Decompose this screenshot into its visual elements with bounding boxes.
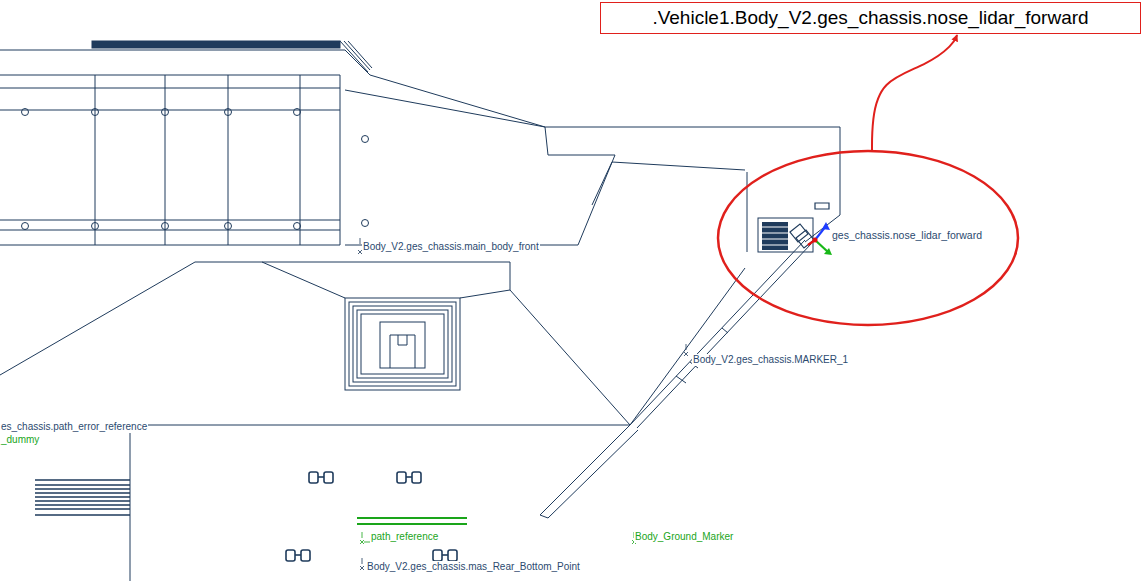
diagonal-arm <box>540 425 638 518</box>
callout-box: .Vehicle1.Body_V2.ges_chassis.nose_lidar… <box>600 2 1141 34</box>
roof-panel <box>0 75 340 245</box>
marker-name: Body_V2.ges_chassis.mas_Rear_Bottom_Poin… <box>366 561 581 573</box>
leader-arrow <box>872 35 957 151</box>
panel-grid <box>0 88 340 230</box>
strut <box>630 240 811 428</box>
marker-glyphs <box>357 518 636 544</box>
marker-name: _dummy <box>0 434 40 446</box>
hatched-block <box>35 480 130 515</box>
marker-name: es_chassis.path_error_reference <box>0 421 148 433</box>
marker-glyphs <box>358 238 688 570</box>
body-outline <box>370 75 840 242</box>
marker-name: ges_chassis.nose_lidar_forward <box>832 229 982 243</box>
strut <box>630 268 745 425</box>
body-edge <box>130 425 131 581</box>
body-outline <box>195 262 630 425</box>
wing-panel <box>345 90 615 245</box>
body-edge <box>262 262 510 298</box>
hatched-box <box>345 298 460 390</box>
marker-name: Body_V2.ges_chassis.MARKER_1 <box>692 354 849 366</box>
rivets <box>22 109 369 230</box>
callout-text: .Vehicle1.Body_V2.ges_chassis.nose_lidar… <box>613 7 1128 29</box>
hatched-bar <box>92 41 340 48</box>
marker-name: path_reference <box>370 531 439 543</box>
body-edge <box>0 262 195 375</box>
marker-name: Body_V2.ges_chassis.main_body_front <box>362 241 540 253</box>
marker-name: Body_Ground_Marker <box>634 531 734 543</box>
wheel-icons <box>286 472 457 561</box>
highlight-ellipse: ges_chassis.nose_lidar_forward <box>716 149 1020 327</box>
lidar-assembly <box>758 203 832 255</box>
body-edge <box>592 162 745 205</box>
hatch-lines <box>340 41 372 72</box>
ellipse-outline <box>718 151 1018 325</box>
roof-edge <box>0 50 370 75</box>
body-edge <box>747 172 748 252</box>
